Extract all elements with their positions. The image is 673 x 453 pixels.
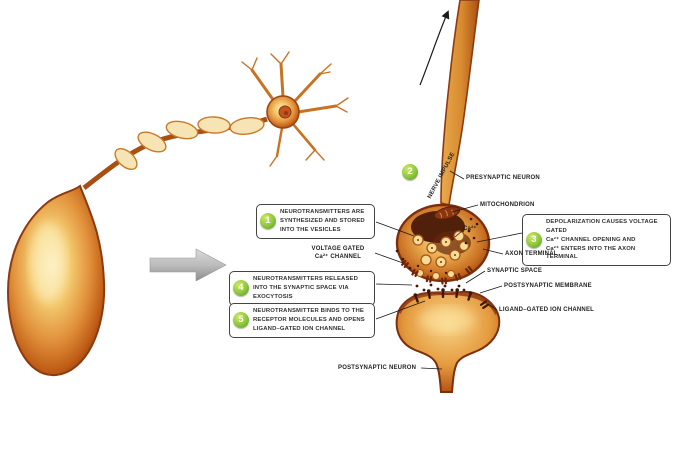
vesicle-contents <box>417 239 456 263</box>
ligand-gated-ion-channel-shape <box>479 300 490 310</box>
receptor-molecules <box>413 288 473 303</box>
nucleolus <box>284 111 288 115</box>
terminal-highlight <box>30 222 66 302</box>
presynaptic-neuron-label: PRESYNAPTIC NEURON <box>466 175 540 181</box>
axon-terminal-label: AXON TERMINAL <box>505 251 558 257</box>
step-1-badge: 1 <box>260 213 276 230</box>
myelin-sheath-segments <box>114 116 265 171</box>
myelinated-axon-group <box>82 116 268 190</box>
step-5-badge: 5 <box>233 312 249 329</box>
mitochondrion-label: MITOCHONDRION <box>480 202 535 208</box>
callout-step-3: 3 DEPOLARIZATION CAUSES VOLTAGE GATED Ca… <box>522 214 671 267</box>
docked-vesicles <box>416 269 455 280</box>
postsynaptic-membrane-band <box>397 290 499 315</box>
postsynaptic-membrane-label: POSTSYNAPTIC MEMBRANE <box>504 283 592 289</box>
voltage-gated-channels <box>401 259 473 285</box>
postsynaptic-neuron-group <box>395 288 501 393</box>
ligand-gated-ion-channel-label: LIGAND–GATED ION CHANNEL <box>499 307 595 313</box>
axon-terminal-large-group <box>6 184 106 377</box>
synaptic-space-label: SYNAPTIC SPACE <box>487 268 543 274</box>
step-3-text: DEPOLARIZATION CAUSES VOLTAGE GATED Ca²⁺… <box>546 219 658 261</box>
mitochondrion-shape <box>433 206 461 220</box>
dendrites <box>241 51 349 167</box>
nerve-impulse-arrow <box>419 10 450 86</box>
calcium-ion-label: Ca²⁺ <box>463 226 477 232</box>
step-2-badge: 2 <box>402 164 418 180</box>
postsynaptic-neuron-label: POSTSYNAPTIC NEURON <box>338 365 417 371</box>
flow-arrow <box>149 248 227 282</box>
callout-step-1: 1 NEUROTRANSMITTERS ARE SYNTHESIZED AND … <box>256 204 375 239</box>
calcium-ions <box>395 217 479 275</box>
leader-lines <box>374 170 523 370</box>
callout-step-4: 4 NEUROTRANSMITTERS RELEASED INTO THE SY… <box>229 271 375 306</box>
voltage-gated-channel-label: VOLTAGE GATED Ca²⁺ CHANNEL <box>311 246 365 260</box>
synaptic-gap-group <box>415 283 466 292</box>
step-4-badge: 4 <box>233 280 249 297</box>
postsynaptic-highlight <box>419 307 475 333</box>
presynaptic-terminal-group <box>395 203 491 285</box>
step-3-badge: 3 <box>526 232 542 249</box>
callout-step-5: 5 NEUROTRANSMITTER BINDS TO THE RECEPTOR… <box>229 303 375 338</box>
neuron-cell-body-group <box>241 51 349 167</box>
step-4-text: NEUROTRANSMITTERS RELEASED INTO THE SYNA… <box>253 276 359 300</box>
step-5-text: NEUROTRANSMITTER BINDS TO THE RECEPTOR M… <box>253 308 365 332</box>
step-1-text: NEUROTRANSMITTERS ARE SYNTHESIZED AND ST… <box>280 209 365 233</box>
